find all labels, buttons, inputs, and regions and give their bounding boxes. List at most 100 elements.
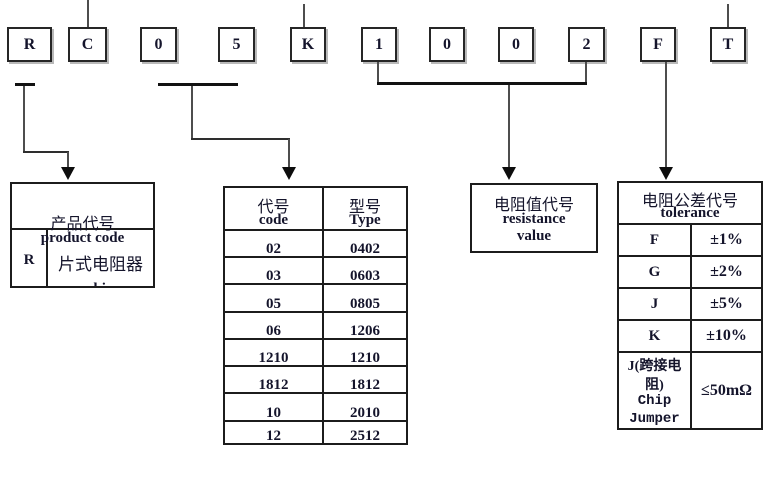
- product-code-table: 产品代号 product code R 片式电阻器 chip: [10, 182, 155, 288]
- size-row-code: 02: [266, 241, 281, 257]
- resistance-label-en2: value: [516, 228, 552, 244]
- part-char-box-k: K: [290, 27, 326, 62]
- tolerance-value-cell: ±10%: [706, 327, 747, 344]
- table-divider: [225, 311, 406, 313]
- size-row-type: 0805: [350, 296, 380, 312]
- part-char-box-1: 1: [361, 27, 397, 62]
- jumper-label-line1: J(跨接电: [627, 359, 682, 374]
- leader-line-above-k: [303, 4, 305, 28]
- jumper-label-line4: Jumper: [629, 411, 680, 427]
- part-char-box-r: R: [7, 27, 52, 62]
- connector-size-shaft: [288, 139, 290, 168]
- product-table-title-cn: 产品代号: [50, 216, 115, 233]
- connector-value-shaft: [508, 85, 510, 168]
- product-name-cn-cell: 片式电阻器: [58, 255, 143, 274]
- product-code-cell: R: [23, 252, 35, 268]
- table-divider: [225, 283, 406, 285]
- part-char: F: [653, 35, 663, 53]
- connector-r-hline: [23, 151, 69, 153]
- tolerance-value-cell: ±2%: [710, 263, 743, 280]
- part-char-box-c: C: [68, 27, 107, 62]
- table-divider: [322, 188, 324, 443]
- part-char-box-5: 5: [218, 27, 255, 62]
- size-row-code: 03: [266, 268, 281, 284]
- tolerance-code-cell: J: [650, 295, 659, 312]
- table-divider: [12, 228, 153, 230]
- connector-size-vline: [191, 86, 193, 139]
- part-char-box-0c: 0: [498, 27, 534, 62]
- connector-size-hline: [191, 138, 290, 140]
- size-row-code: 05: [266, 296, 281, 312]
- part-char: R: [23, 35, 36, 53]
- part-char-box-0a: 0: [140, 27, 177, 62]
- part-char: C: [81, 35, 94, 53]
- table-divider: [225, 365, 406, 367]
- arrow-down-icon: [659, 167, 673, 180]
- size-header-type-cn: 型号: [348, 199, 381, 216]
- table-divider: [619, 351, 761, 353]
- connector-size-bar: [158, 83, 238, 86]
- connector-r-vline: [23, 86, 25, 152]
- table-divider: [225, 420, 406, 422]
- part-char: 0: [443, 35, 451, 53]
- tolerance-value-cell: ±1%: [710, 231, 743, 248]
- part-char: 2: [582, 35, 591, 53]
- connector-value-left-vline: [377, 62, 379, 84]
- size-row-type: 1210: [350, 350, 380, 366]
- size-row-code: 10: [266, 405, 281, 421]
- table-divider: [225, 392, 406, 394]
- part-char: 0: [154, 35, 163, 53]
- table-divider: [619, 287, 761, 289]
- arrow-down-icon: [61, 167, 75, 180]
- tolerance-code-cell: K: [648, 327, 661, 344]
- size-header-code-cn: 代号: [257, 199, 290, 216]
- part-char-box-0b: 0: [429, 27, 465, 62]
- leader-line-above-c: [87, 0, 89, 28]
- jumper-label-line3: Chip: [637, 393, 672, 409]
- table-divider: [690, 223, 692, 428]
- connector-value-bracket: [377, 82, 587, 85]
- resistance-value-box: 电阻值代号 resistance value: [470, 183, 598, 253]
- tolerance-title-cn: 电阻公差代号: [641, 193, 738, 210]
- arrow-down-icon: [502, 167, 516, 180]
- size-row-type: 0603: [350, 268, 380, 284]
- part-char-box-t: T: [710, 27, 746, 62]
- size-row-type: 0402: [350, 241, 380, 257]
- size-code-table: 代号 code 型号 Type 02 0402 03 0603 05 0805 …: [223, 186, 408, 445]
- tolerance-code-cell: F: [649, 231, 660, 248]
- size-row-type: 2512: [350, 428, 380, 444]
- connector-tolerance-shaft: [665, 62, 667, 168]
- jumper-value-cell: ≤50mΩ: [701, 381, 752, 399]
- size-row-code: 1210: [258, 350, 289, 366]
- connector-value-right-vline: [585, 62, 587, 84]
- part-char: K: [301, 35, 315, 53]
- arrow-down-icon: [282, 167, 296, 180]
- tolerance-title-en: tolerance: [660, 205, 720, 221]
- size-row-type: 1812: [350, 377, 380, 393]
- size-row-type: 2010: [350, 405, 380, 421]
- part-char: T: [722, 35, 734, 53]
- leader-line-above-t: [727, 4, 729, 28]
- table-divider: [225, 338, 406, 340]
- table-divider: [46, 228, 48, 286]
- part-char: 1: [375, 35, 383, 53]
- connector-r-bar: [15, 83, 35, 86]
- table-divider: [225, 256, 406, 258]
- product-table-title-en: product code: [40, 230, 125, 246]
- resistance-label-en1: resistance: [502, 211, 566, 227]
- table-divider: [619, 223, 761, 225]
- size-row-type: 1206: [350, 323, 380, 339]
- jumper-label-line2: 阻): [645, 378, 664, 393]
- table-divider: [619, 319, 761, 321]
- table-divider: [225, 229, 406, 231]
- size-header-code-en: code: [258, 212, 289, 228]
- part-char: 0: [512, 35, 520, 53]
- connector-r-shaft: [67, 152, 69, 168]
- product-name-en-cell: chip: [48, 281, 153, 286]
- tolerance-table: 电阻公差代号 tolerance F ±1% G ±2% J ±5% K ±10…: [617, 181, 763, 430]
- resistance-label-cn: 电阻值代号: [493, 197, 574, 214]
- tolerance-value-cell: ±5%: [710, 295, 743, 312]
- table-divider: [619, 255, 761, 257]
- size-row-code: 1812: [258, 377, 289, 393]
